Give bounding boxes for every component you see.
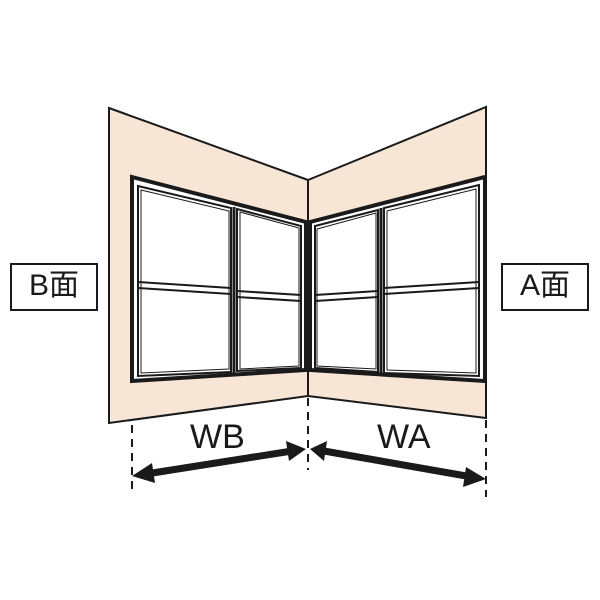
width-b-label: WB bbox=[190, 418, 245, 456]
dimension-arrow-wa bbox=[310, 441, 486, 487]
extension-lines bbox=[131, 398, 487, 497]
dimension-arrow-wb bbox=[132, 441, 306, 483]
face-b-label: B面 bbox=[10, 263, 98, 311]
face-a-label: A面 bbox=[501, 263, 589, 311]
width-a-label: WA bbox=[377, 418, 431, 456]
corner-post bbox=[305, 180, 311, 396]
window-b bbox=[130, 174, 308, 384]
